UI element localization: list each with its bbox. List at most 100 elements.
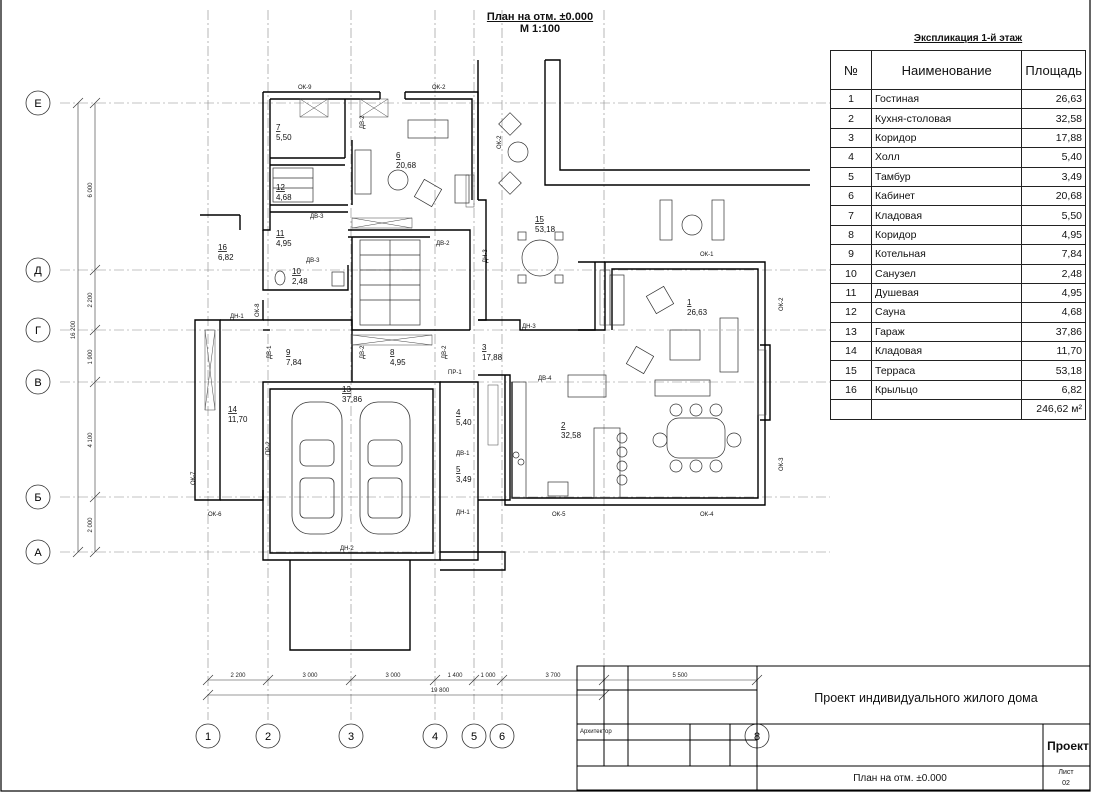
room-number: 15 — [535, 215, 544, 224]
svg-text:ОК-1: ОК-1 — [700, 252, 714, 258]
axis-row-label: А — [34, 547, 42, 559]
axis-col-label: 4 — [432, 731, 438, 743]
column-header: Площадь — [1021, 50, 1086, 90]
opening-labels: ОК-9 ОК-2 ОК-1 ОК-4 ОК-5 ОК-6 ОК-8 ОК-7 … — [191, 85, 785, 552]
table-cell: 9 — [830, 244, 872, 265]
table-cell: Душевая — [870, 282, 1023, 304]
axis-col-label: 1 — [205, 731, 211, 743]
table-cell: 4 — [830, 147, 872, 168]
svg-text:3 000: 3 000 — [302, 673, 318, 679]
table-cell: Кабинет — [870, 185, 1023, 207]
svg-text:ОК-2: ОК-2 — [779, 297, 785, 311]
svg-text:2 200: 2 200 — [230, 673, 246, 679]
room-number: 4 — [456, 408, 461, 417]
room-area: 5,40 — [456, 418, 472, 427]
table-cell: Санузел — [870, 263, 1023, 284]
room-number: 8 — [390, 348, 395, 357]
svg-text:16 200: 16 200 — [71, 320, 77, 339]
table-cell: Кладовая — [870, 341, 1023, 362]
table-cell: 11,70 — [1021, 341, 1086, 362]
svg-text:ДВ-3: ДВ-3 — [306, 258, 320, 264]
wall-hatches — [204, 98, 767, 446]
svg-text:ДВ-4: ДВ-4 — [538, 376, 552, 382]
column-axis-markers: 1 2 3 4 5 6 8 — [195, 723, 770, 749]
svg-text:19 800: 19 800 — [431, 688, 450, 694]
table-cell: 13 — [830, 321, 872, 343]
column-header: № — [830, 50, 872, 90]
table-cell: 53,18 — [1021, 360, 1086, 381]
total-area: 246,62 м² — [1021, 399, 1086, 420]
room-number: 14 — [228, 405, 237, 414]
svg-text:ОК-6: ОК-6 — [208, 512, 222, 518]
table-cell: 12 — [830, 302, 872, 323]
axis-col-label: 5 — [471, 731, 477, 743]
table-cell: Тамбур — [870, 166, 1023, 187]
axis-row-label: Д — [34, 265, 42, 277]
axis-row-label: Г — [35, 325, 41, 337]
table-cell: 16 — [830, 379, 872, 401]
svg-text:3 000: 3 000 — [385, 673, 401, 679]
walls — [194, 59, 810, 651]
table-cell: 32,58 — [1021, 108, 1086, 129]
table-cell: Коридор — [870, 127, 1023, 149]
table-header-row: № Наименование Площадь — [830, 50, 1086, 90]
room-area: 5,50 — [276, 133, 292, 142]
svg-text:5 500: 5 500 — [672, 673, 688, 679]
plan-title: План на отм. ±0.000 М 1:100 — [460, 11, 620, 35]
table-cell: Холл — [870, 147, 1023, 168]
svg-text:3 700: 3 700 — [545, 673, 561, 679]
plan-title-text: План на отм. ±0.000 — [486, 11, 594, 23]
svg-text:ОК-7: ОК-7 — [191, 471, 197, 485]
svg-text:ОК-2: ОК-2 — [497, 135, 503, 149]
svg-text:1 000: 1 000 — [480, 673, 496, 679]
plan-scale: М 1:100 — [519, 23, 561, 35]
svg-text:ДН-2: ДН-2 — [340, 546, 354, 552]
table-cell: 10 — [830, 263, 872, 284]
room-number: 9 — [286, 348, 291, 357]
svg-text:ДВ-1: ДВ-1 — [267, 345, 273, 359]
horizontal-dimension-labels: 2 200 3 000 3 000 1 400 1 000 3 700 5 50… — [230, 673, 688, 694]
room-number: 1 — [687, 298, 692, 307]
svg-text:ДВ-1: ДВ-1 — [456, 451, 470, 457]
table-cell: 3,49 — [1021, 166, 1086, 187]
room-area: 4,68 — [276, 193, 292, 202]
room-area: 20,68 — [396, 161, 417, 170]
table-cell: 17,88 — [1021, 127, 1086, 149]
svg-text:ОК-4: ОК-4 — [700, 512, 714, 518]
stamp-project-name: Проект индивидуального жилого дома — [814, 691, 1037, 705]
table-cell: 7,84 — [1021, 244, 1086, 265]
table-cell: 2 — [830, 108, 872, 129]
table-cell: 5 — [830, 166, 872, 187]
table-cell: 5,50 — [1021, 205, 1086, 226]
svg-text:ОК-8: ОК-8 — [255, 303, 261, 317]
svg-text:ДН-1: ДН-1 — [456, 510, 470, 516]
table-cell: Кладовая — [870, 205, 1023, 226]
furniture — [272, 112, 742, 499]
svg-text:ДВ-2: ДВ-2 — [360, 115, 366, 129]
room-number: 5 — [456, 465, 461, 474]
room-area: 4,95 — [276, 239, 292, 248]
table-cell: Терраса — [870, 360, 1023, 381]
table-cell: 5,40 — [1021, 147, 1086, 168]
stamp-stage: Проект — [1047, 739, 1089, 753]
room-area: 6,82 — [218, 253, 234, 262]
title-block — [576, 665, 1091, 791]
table-cell: Крыльцо — [870, 379, 1023, 401]
room-number: 7 — [276, 123, 281, 132]
row-axis-markers: Е Д Г В Б А — [25, 90, 51, 565]
room-area: 37,86 — [342, 395, 363, 404]
vertical-dimension-labels: 6 000 2 200 1 900 4 100 2 000 16 200 — [71, 182, 94, 533]
table-cell: 26,63 — [1021, 88, 1086, 110]
title-block-text: Проект индивидуального жилого дома Архит… — [580, 691, 1089, 787]
svg-text:ПР-2: ПР-2 — [266, 441, 272, 455]
